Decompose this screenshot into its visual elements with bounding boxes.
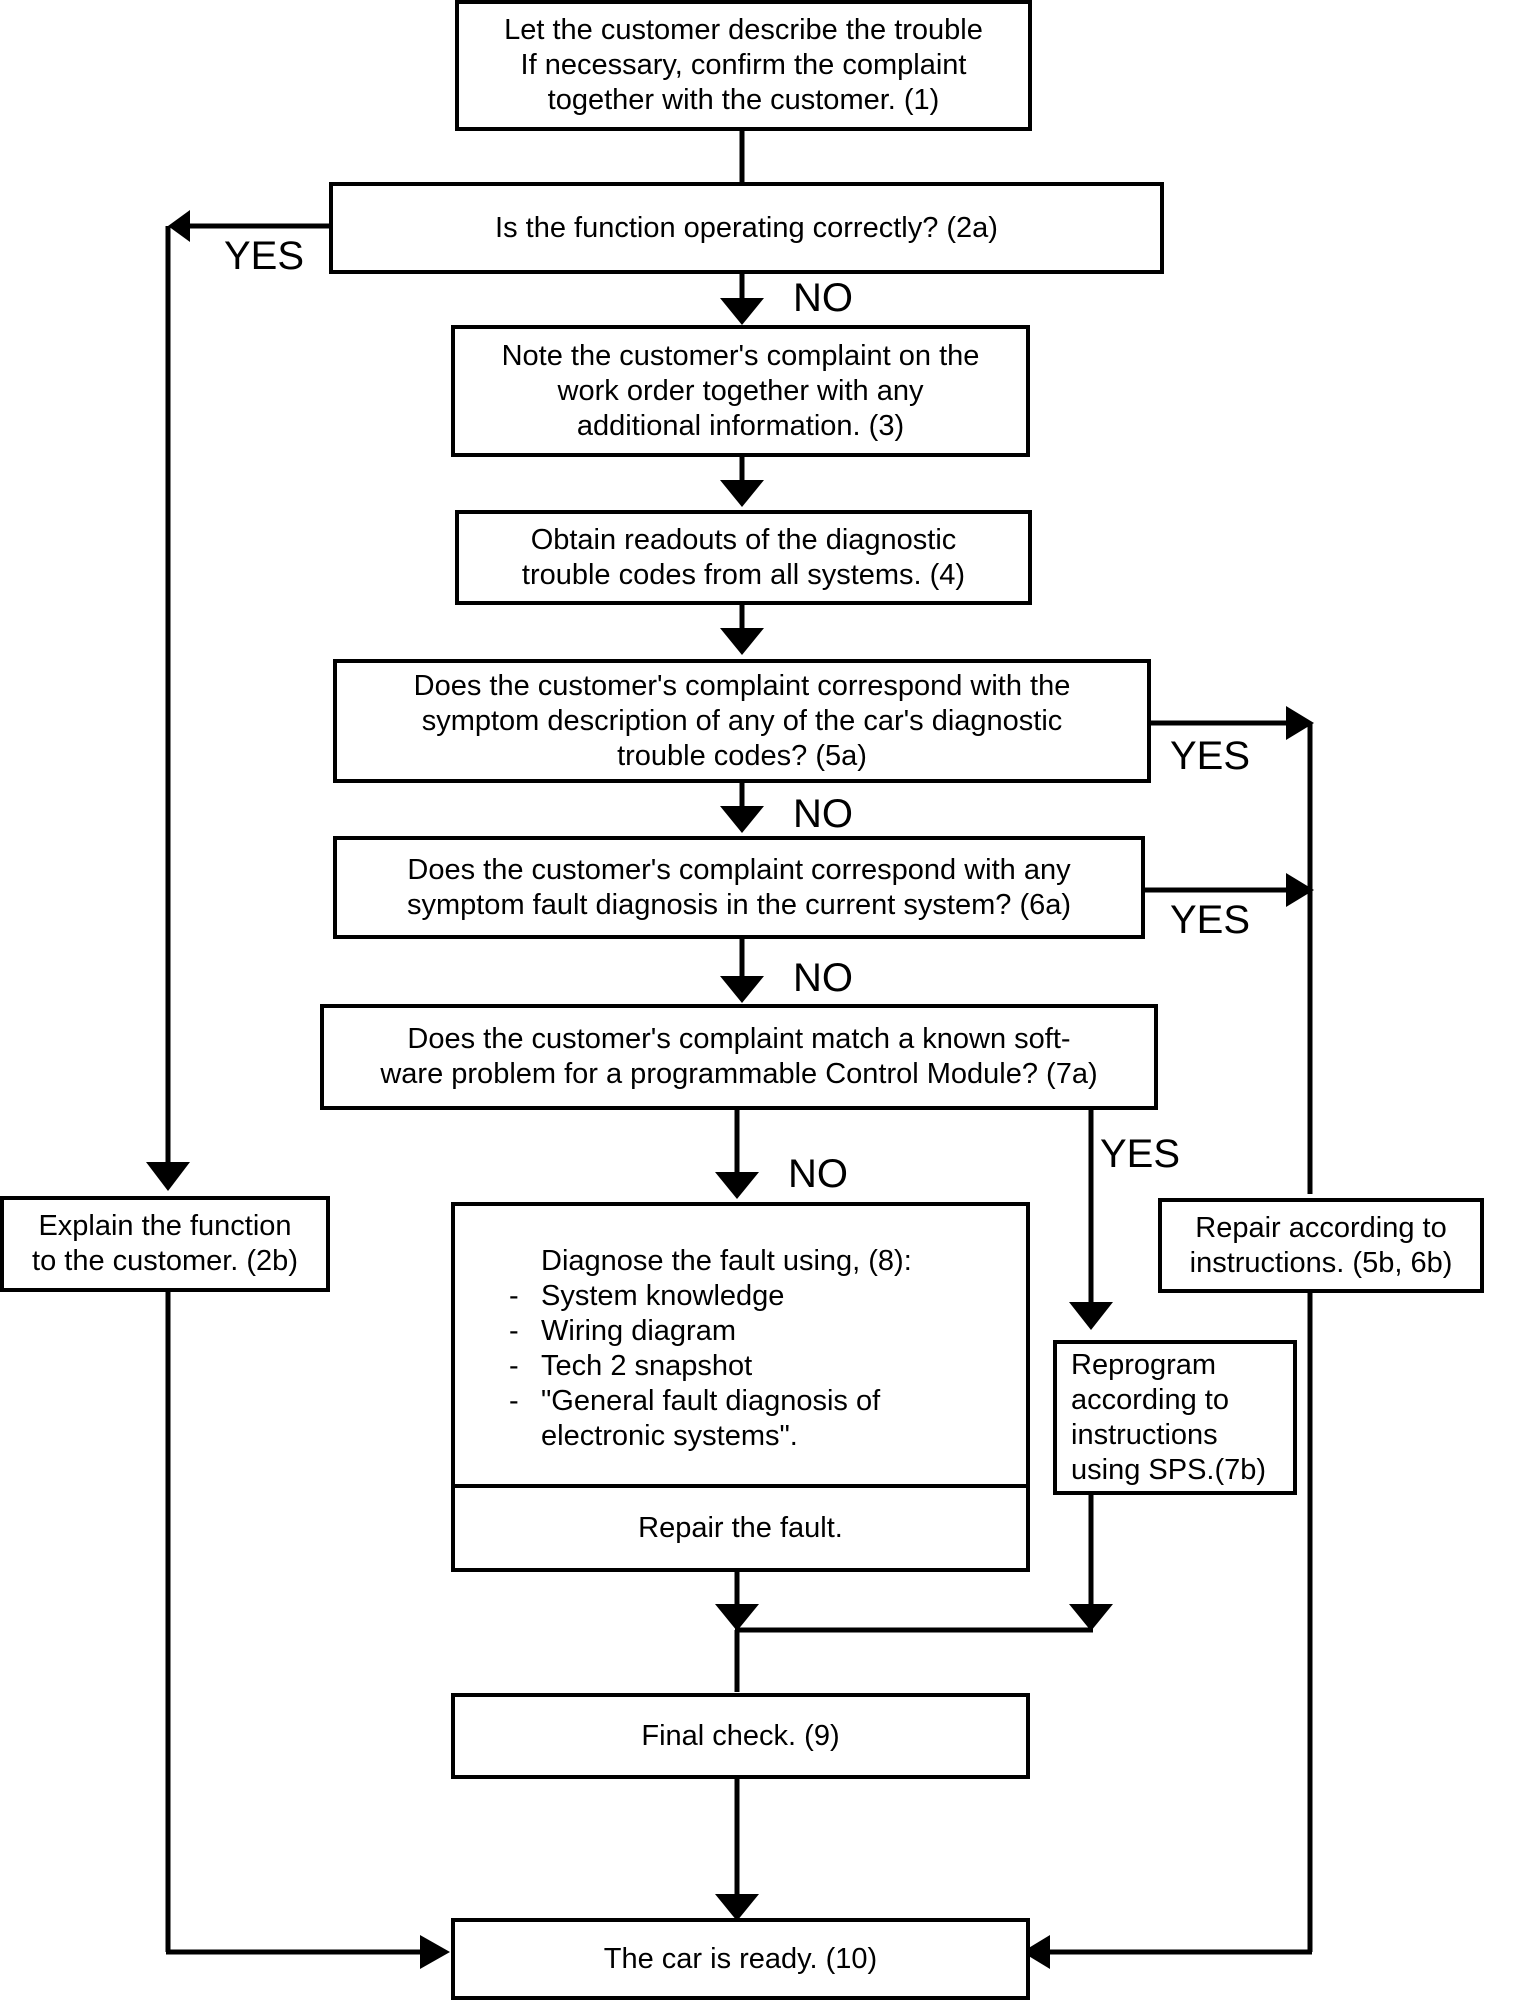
label-no-2a: NO (793, 276, 853, 320)
arrowhead-3-to-4 (720, 480, 764, 507)
step-8-diagnose-and-repair: Diagnose the fault using, (8): -System k… (451, 1202, 1030, 1572)
arrowhead-right-to-10 (1022, 1935, 1050, 1969)
step-8-repair-section: Repair the fault. (455, 1484, 1026, 1568)
step-7a-software-problem-match: Does the customer's complaint match a kn… (320, 1004, 1158, 1110)
step-10-car-ready: The car is ready. (10) (451, 1918, 1030, 2000)
arrowhead-to-2b (146, 1162, 190, 1191)
step-10-line-1: The car is ready. (10) (603, 1942, 878, 1975)
step-7b-line-2: according to (1071, 1383, 1229, 1416)
step-4-obtain-readouts: Obtain readouts of the diagnostic troubl… (455, 510, 1032, 605)
step-2a-function-check: Is the function operating correctly? (2a… (329, 182, 1164, 274)
step-5b6b-line-2: instructions. (5b, 6b) (1189, 1246, 1453, 1279)
step-8-item: -Tech 2 snapshot (509, 1349, 1026, 1384)
step-8-item-marker: - (509, 1315, 519, 1347)
step-4-line-2: trouble codes from all systems. (4) (521, 558, 966, 591)
step-7a-line-1: Does the customer's complaint match a kn… (407, 1023, 1071, 1055)
step-1-line-3: together with the customer. (1) (547, 84, 940, 116)
arrowhead-left-to-10 (420, 1935, 450, 1969)
step-8-diagnose-section: Diagnose the fault using, (8): -System k… (455, 1206, 1026, 1492)
step-7b-line-1: Reprogram (1071, 1348, 1217, 1381)
step-2b-line-2: to the customer. (2b) (32, 1245, 298, 1277)
step-5a-line-2: symptom description of any of the car's … (421, 704, 1063, 737)
step-8-repair-text: Repair the fault. (638, 1511, 843, 1544)
step-5a-line-3: trouble codes? (5a) (617, 739, 867, 772)
arrowhead-2a-to-3 (720, 298, 764, 325)
step-8-item-text: "General fault diagnosis of (541, 1385, 881, 1417)
step-7b-line-4: using SPS.(7b) (1071, 1453, 1267, 1486)
step-8-item-text: Wiring diagram (541, 1315, 736, 1347)
step-6a-symptom-fault-match: Does the customer's complaint correspond… (333, 836, 1145, 939)
step-7b-line-3: instructions (1071, 1418, 1218, 1451)
step-8-item: electronic systems". (509, 1419, 1026, 1454)
step-9-final-check: Final check. (9) (451, 1693, 1030, 1779)
step-8-item-marker: - (509, 1385, 519, 1417)
step-7b-reprogram: Reprogram according to instructions usin… (1053, 1340, 1297, 1495)
step-8-item-marker: - (509, 1350, 519, 1382)
step-8-item: -"General fault diagnosis of (509, 1384, 1026, 1419)
arrowhead-9-to-10 (715, 1894, 759, 1921)
step-3-line-1: Note the customer's complaint on the (501, 339, 980, 372)
arrowhead-8-to-merge (715, 1604, 759, 1631)
label-yes-5a: YES (1170, 734, 1251, 778)
step-1-line-2: If necessary, confirm the complaint (520, 49, 967, 81)
step-8-heading: Diagnose the fault using, (8): (541, 1245, 912, 1277)
arrowhead-2a-yes-left (168, 210, 190, 242)
step-9-line-1: Final check. (9) (641, 1719, 840, 1752)
step-8-item-text: electronic systems". (541, 1420, 798, 1452)
step-2b-explain-function: Explain the function to the customer. (2… (0, 1196, 330, 1292)
arrowhead-5a-yes-right (1286, 706, 1314, 740)
step-5b-6b-repair-instructions: Repair according to instructions. (5b, 6… (1158, 1198, 1484, 1293)
step-1-line-1: Let the customer describe the trouble (504, 14, 983, 46)
arrowhead-4-to-5a (720, 628, 764, 655)
step-4-line-1: Obtain readouts of the diagnostic (530, 523, 957, 556)
step-3-line-2: work order together with any (557, 374, 924, 407)
arrowhead-6a-yes-right (1286, 873, 1314, 907)
step-8-item-text: Tech 2 snapshot (541, 1350, 753, 1382)
label-yes-7a: YES (1100, 1132, 1181, 1176)
step-7a-line-2: ware problem for a programmable Control … (380, 1058, 1098, 1090)
step-2b-line-1: Explain the function (38, 1210, 292, 1242)
step-5b6b-line-1: Repair according to (1195, 1211, 1447, 1244)
label-no-5a: NO (793, 792, 853, 836)
step-3-note-complaint: Note the customer's complaint on the wor… (451, 325, 1030, 457)
step-1-describe-trouble: Let the customer describe the trouble If… (455, 0, 1032, 131)
label-no-6a: NO (793, 956, 853, 1000)
label-yes-6a: YES (1170, 898, 1251, 942)
arrowhead-5a-to-6a (720, 806, 764, 833)
step-8-item-text: System knowledge (541, 1280, 785, 1312)
step-8-item: -System knowledge (509, 1279, 1026, 1314)
step-8-item-marker: - (509, 1280, 519, 1312)
step-8-item: -Wiring diagram (509, 1314, 1026, 1349)
arrowhead-7b-to-merge (1069, 1604, 1113, 1631)
step-5a-line-1: Does the customer's complaint correspond… (413, 669, 1071, 702)
step-3-line-3: additional information. (3) (576, 409, 905, 442)
label-yes-2a: YES (224, 234, 305, 278)
arrowhead-6a-to-7a (720, 976, 764, 1003)
step-5a-trouble-code-match: Does the customer's complaint correspond… (333, 659, 1151, 783)
arrowhead-7a-to-8 (715, 1172, 759, 1199)
label-no-7a: NO (788, 1152, 848, 1196)
step-2a-line-1: Is the function operating correctly? (2a… (495, 211, 998, 244)
step-6a-line-1: Does the customer's complaint correspond… (407, 853, 1071, 886)
arrowhead-7a-yes-to-7b (1069, 1302, 1113, 1330)
step-6a-line-2: symptom fault diagnosis in the current s… (406, 888, 1072, 921)
